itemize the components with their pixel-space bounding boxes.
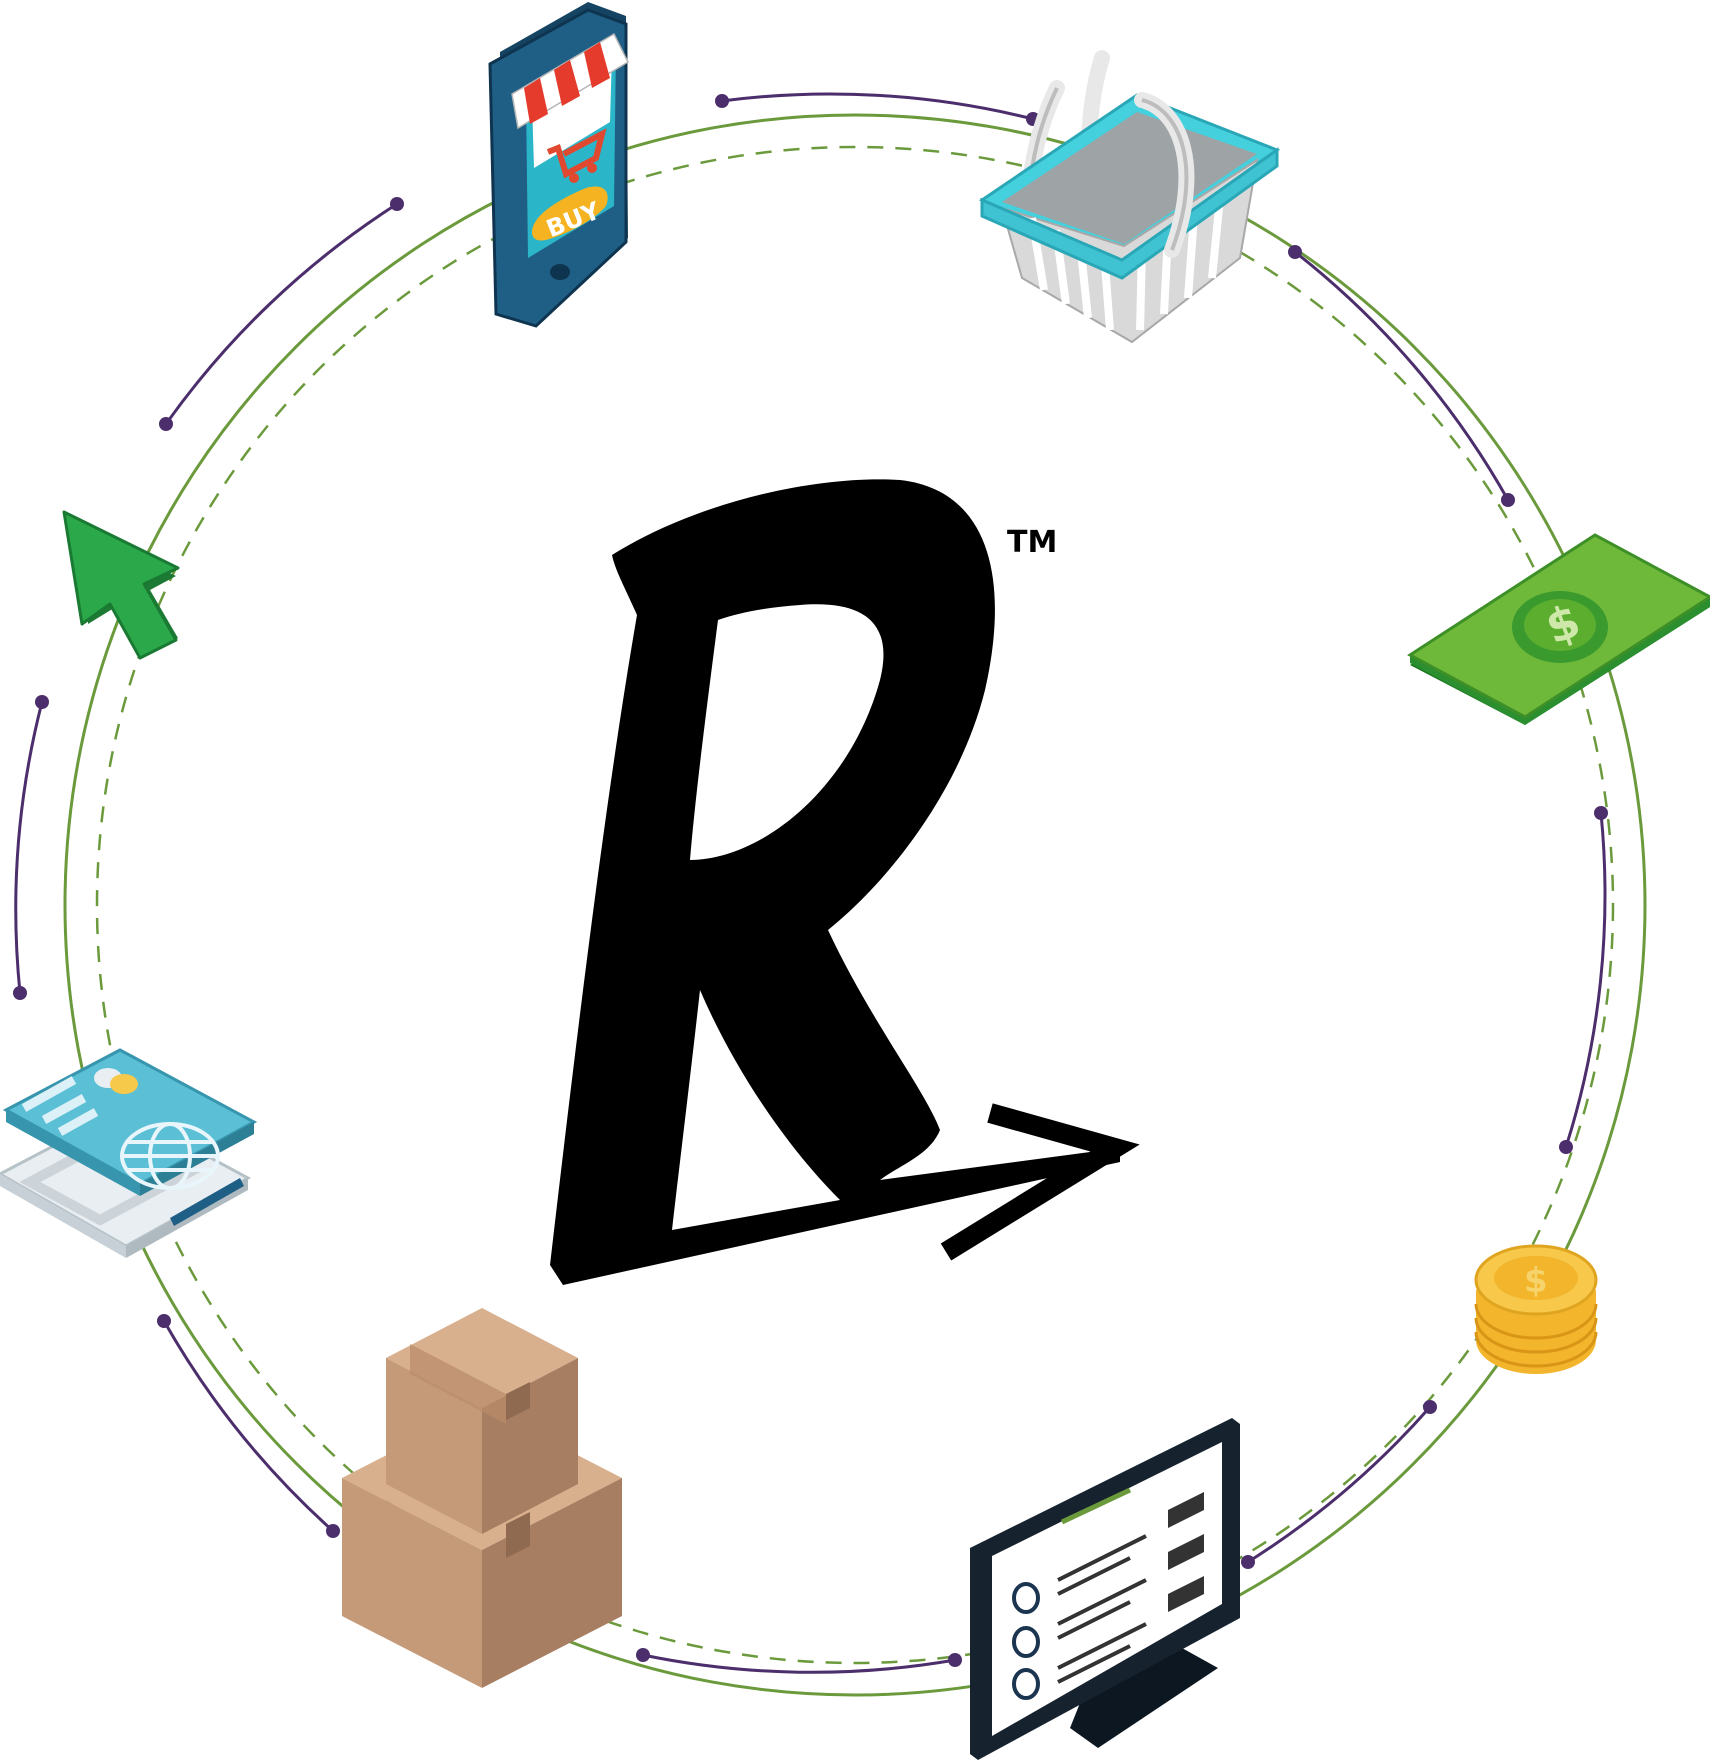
arc-segments bbox=[14, 92, 1607, 1674]
cardboard-boxes-icon bbox=[342, 1308, 622, 1688]
smartphone-shop-icon: BUY bbox=[488, 2, 629, 328]
r-arrow-head bbox=[940, 1103, 1140, 1261]
trademark-text: TM bbox=[1007, 525, 1057, 560]
coin-stack-icon: $ bbox=[1474, 1244, 1598, 1374]
cursor-arrow-icon bbox=[62, 510, 180, 660]
r-logo: TM bbox=[550, 479, 1140, 1285]
monitor-checklist-icon bbox=[970, 1418, 1240, 1760]
r-letter-shape bbox=[550, 479, 1120, 1285]
shopping-basket-icon bbox=[978, 50, 1281, 344]
inner-dashed-ring bbox=[95, 145, 1615, 1665]
credit-card-icon bbox=[0, 1048, 258, 1258]
outer-ring bbox=[63, 113, 1647, 1697]
svg-text:$: $ bbox=[1524, 1261, 1548, 1301]
banknote-icon: $ bbox=[1407, 533, 1710, 725]
